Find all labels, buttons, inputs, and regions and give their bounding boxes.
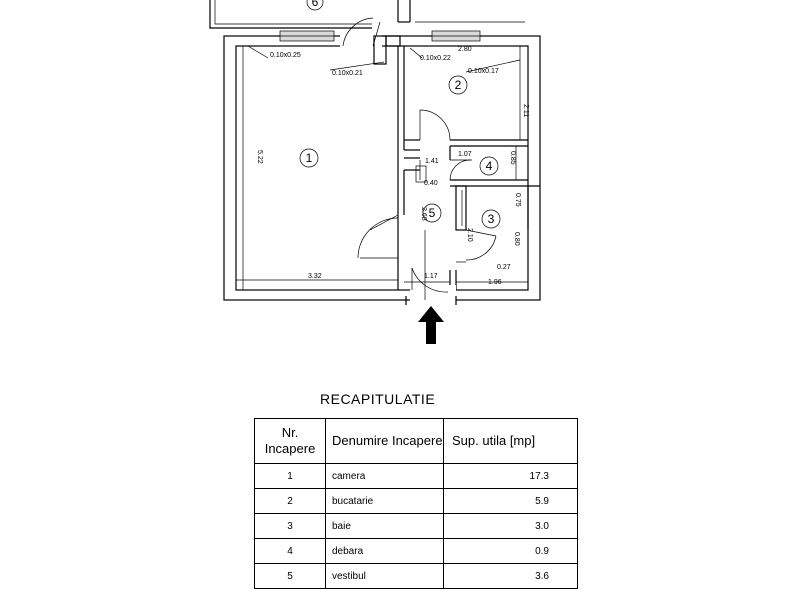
door-debara [449,159,472,181]
room-number-label: 1 [306,151,313,165]
recap-title: RECAPITULATIE [320,391,436,407]
interior-walls [397,46,540,290]
cell-area: 3.6 [443,563,578,589]
dim-label: 0.27 [497,264,511,271]
dim-label: 2.80 [458,46,472,53]
cell-area: 0.9 [443,538,578,564]
dim-label: 1.17 [424,273,438,280]
room-number-label: 4 [486,159,493,173]
cell-name: camera [325,463,444,489]
dim-label: 0.40 [424,180,438,187]
cell-area: 3.0 [443,513,578,539]
door-room2 [419,109,451,141]
table-header-row: Nr. Incapere Denumire Incapere Sup. util… [254,418,578,464]
dim-label: 1.96 [488,279,502,286]
dimension-lines [236,45,528,290]
room-number-5: 5 [422,203,442,223]
dim-label: 0.85 [509,151,516,165]
dim-label: 1.07 [458,151,472,158]
floor-plan: 0.10x0.25 0.10x0.21 0.10x0.22 2.80 0.10x… [209,0,541,344]
room-number-6: 6 [306,0,324,11]
entrance-arrow-icon [418,306,444,344]
outer-walls [223,35,541,301]
dim-label: 2.10 [466,228,473,242]
balcony [209,0,525,29]
room-number-1: 1 [299,148,319,168]
table-row: 1 camera 17.3 [254,463,578,489]
dim-label: 0.10x0.25 [270,52,301,59]
cell-area: 17.3 [443,463,578,489]
cell-name: debara [325,538,444,564]
room-number-label: 3 [488,212,495,226]
header-nr: Nr. Incapere [254,418,326,464]
dim-label: 0.10x0.22 [420,55,451,62]
header-name: Denumire Incapere [325,418,444,464]
dim-label: 0.10x0.21 [332,70,363,77]
door-baie [456,229,497,263]
cell-area: 5.9 [443,488,578,514]
entrance-door [405,230,457,305]
table-row: 2 bucatarie 5.9 [254,488,578,514]
dim-label: 2.68 [420,207,427,221]
recap-table: Nr. Incapere Denumire Incapere Sup. util… [254,418,578,589]
cell-nr: 1 [254,463,326,489]
table-row: 3 baie 3.0 [254,513,578,539]
room-number-3: 3 [481,209,501,229]
room-number-4: 4 [479,156,499,176]
header-area: Sup. utila [mp] [443,418,578,464]
dim-label: 0.75 [514,193,521,207]
dim-label: 1.41 [425,158,439,165]
cell-nr: 3 [254,513,326,539]
door-room1 [357,214,399,259]
room-number-2: 2 [448,75,468,95]
room-number-label: 6 [312,0,319,9]
cell-nr: 5 [254,563,326,589]
dim-label: 0.80 [513,232,520,246]
dim-label: 5.22 [256,150,263,164]
cell-name: bucatarie [325,488,444,514]
room-number-label: 2 [455,78,462,92]
dim-label: 0.10x0.17 [468,68,499,75]
cell-nr: 4 [254,538,326,564]
dim-label: 3.32 [308,273,322,280]
room-number-label: 5 [429,206,436,220]
cell-name: baie [325,513,444,539]
cell-nr: 2 [254,488,326,514]
table-row: 4 debara 0.9 [254,538,578,564]
dim-label: 2.11 [522,104,529,117]
cell-name: vestibul [325,563,444,589]
balcony-door [340,17,401,65]
table-row: 5 vestibul 3.6 [254,563,578,589]
